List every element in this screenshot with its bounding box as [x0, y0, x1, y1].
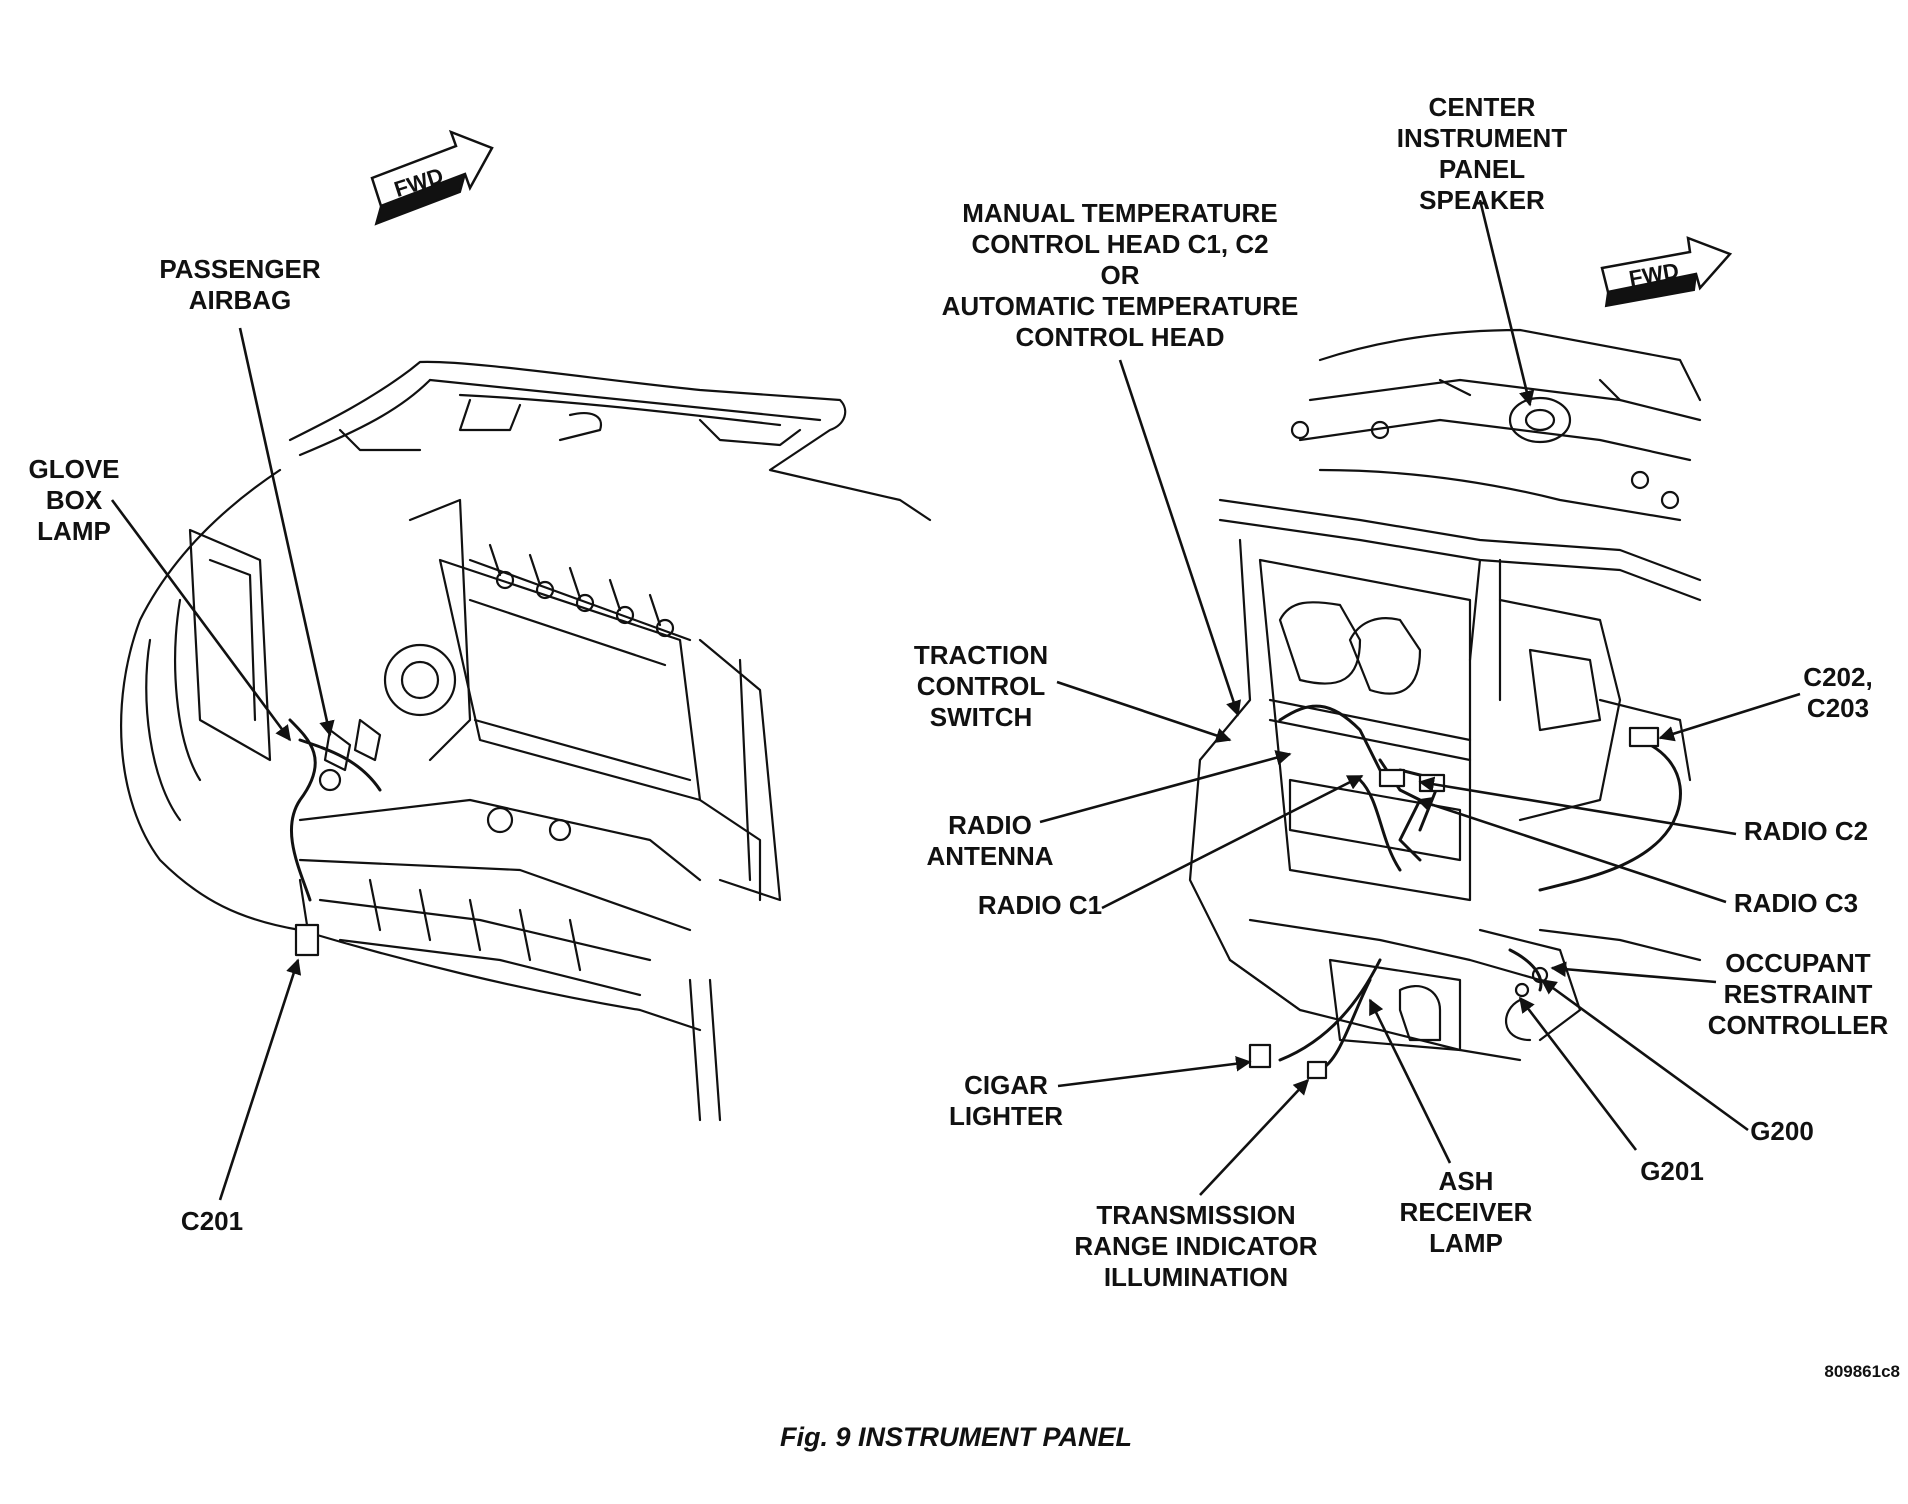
leader-glove-box-lamp [110, 499, 292, 742]
label-temp-control-line2: CONTROL HEAD C1, C2 [971, 229, 1269, 259]
label-radio-c1: RADIO C1 [978, 890, 1102, 921]
label-radio-antenna-line2: ANTENNA [926, 841, 1054, 871]
label-glove-box-lamp-line2: BOX [45, 485, 103, 515]
label-c202-c203-line1: C202, [1803, 662, 1873, 692]
label-center-speaker-line4: SPEAKER [1419, 185, 1545, 215]
label-occupant-restraint-line1: OCCUPANT [1725, 948, 1871, 978]
leader-temp-control [1118, 359, 1241, 717]
label-radio-antenna: RADIO ANTENNA [926, 810, 1053, 872]
label-transmission-range: TRANSMISSION RANGE INDICATOR ILLUMINATIO… [1074, 1200, 1317, 1293]
label-g201: G201 [1640, 1156, 1704, 1187]
label-ash-receiver: ASH RECEIVER LAMP [1400, 1166, 1533, 1259]
label-ash-receiver-line1: ASH [1438, 1166, 1494, 1196]
label-temp-control-line5: CONTROL HEAD [1015, 322, 1225, 352]
label-passenger-airbag-line2: AIRBAG [188, 285, 292, 315]
label-traction-control-line1: TRACTION [913, 640, 1049, 670]
label-glove-box-lamp-line1: GLOVE [28, 454, 120, 484]
label-radio-c1-line1: RADIO C1 [977, 890, 1103, 920]
leader-g200 [1540, 978, 1749, 1132]
label-radio-c2: RADIO C2 [1744, 816, 1868, 847]
leader-ash-receiver [1368, 998, 1452, 1164]
label-c201-line1: C201 [180, 1206, 244, 1236]
label-ash-receiver-line3: LAMP [1429, 1228, 1503, 1258]
fwd-arrow-right: FWD [1600, 236, 1733, 308]
label-radio-c3: RADIO C3 [1734, 888, 1858, 919]
leader-cigar-lighter [1057, 1056, 1252, 1088]
label-c201: C201 [181, 1206, 243, 1237]
leader-g201 [1518, 996, 1638, 1151]
leader-lines [110, 199, 1801, 1201]
label-passenger-airbag: PASSENGER AIRBAG [159, 254, 320, 316]
leader-occupant-restraint [1550, 961, 1717, 984]
label-radio-antenna-line1: RADIO [948, 810, 1032, 840]
leader-radio-c1 [1101, 774, 1364, 910]
leader-radio-antenna [1039, 750, 1292, 824]
label-g201-line1: G201 [1640, 1156, 1704, 1186]
label-traction-control: TRACTION CONTROL SWITCH [914, 640, 1048, 733]
leader-c202-c203 [1658, 692, 1801, 742]
fwd-arrow-left: FWD [370, 129, 494, 226]
label-radio-c2-line1: RADIO C2 [1743, 816, 1869, 846]
label-temp-control-line3: OR [1100, 260, 1140, 290]
label-center-speaker-line1: CENTER [1428, 92, 1536, 122]
label-occupant-restraint: OCCUPANT RESTRAINT CONTROLLER [1708, 948, 1889, 1041]
label-glove-box-lamp-line3: LAMP [37, 516, 111, 546]
label-center-speaker-line2: INSTRUMENT [1396, 123, 1568, 153]
label-center-speaker: CENTER INSTRUMENT PANEL SPEAKER [1397, 92, 1567, 216]
label-traction-control-line3: SWITCH [929, 702, 1033, 732]
leader-transmission-range [1199, 1078, 1310, 1196]
label-radio-c3-line1: RADIO C3 [1733, 888, 1859, 918]
leader-radio-c3 [1416, 797, 1727, 904]
label-transmission-range-line3: ILLUMINATION [1103, 1262, 1289, 1292]
label-ash-receiver-line2: RECEIVER [1399, 1197, 1533, 1227]
leader-c201 [218, 958, 302, 1201]
label-passenger-airbag-line1: PASSENGER [159, 254, 321, 284]
label-c202-c203-line2: C203 [1806, 693, 1870, 723]
figure-code: 809861c8 [1824, 1362, 1900, 1381]
label-temp-control: MANUAL TEMPERATURE CONTROL HEAD C1, C2 O… [942, 198, 1299, 353]
label-traction-control-line2: CONTROL [916, 671, 1046, 701]
label-g200-line1: G200 [1750, 1116, 1814, 1146]
leader-center-speaker [1478, 199, 1535, 407]
label-cigar-lighter-line2: LIGHTER [948, 1101, 1064, 1131]
label-g200: G200 [1750, 1116, 1814, 1147]
label-occupant-restraint-line3: CONTROLLER [1707, 1010, 1889, 1040]
label-cigar-lighter-line1: CIGAR [964, 1070, 1048, 1100]
label-cigar-lighter: CIGAR LIGHTER [949, 1070, 1063, 1132]
label-c202-c203: C202, C203 [1803, 662, 1872, 724]
leader-radio-c2 [1418, 776, 1737, 836]
right-center-stack-drawing [1188, 328, 1702, 1080]
label-transmission-range-line2: RANGE INDICATOR [1074, 1231, 1318, 1261]
left-dash-drawing [119, 360, 932, 1122]
leader-passenger-airbag [238, 327, 335, 737]
label-temp-control-line4: AUTOMATIC TEMPERATURE [941, 291, 1299, 321]
label-transmission-range-line1: TRANSMISSION [1096, 1200, 1296, 1230]
label-occupant-restraint-line2: RESTRAINT [1723, 979, 1873, 1009]
figure-caption: Fig. 9 INSTRUMENT PANEL [779, 1422, 1133, 1452]
label-temp-control-line1: MANUAL TEMPERATURE [962, 198, 1278, 228]
leader-traction-control [1056, 680, 1232, 743]
label-center-speaker-line3: PANEL [1438, 154, 1526, 184]
label-glove-box-lamp: GLOVE BOX LAMP [28, 454, 119, 547]
